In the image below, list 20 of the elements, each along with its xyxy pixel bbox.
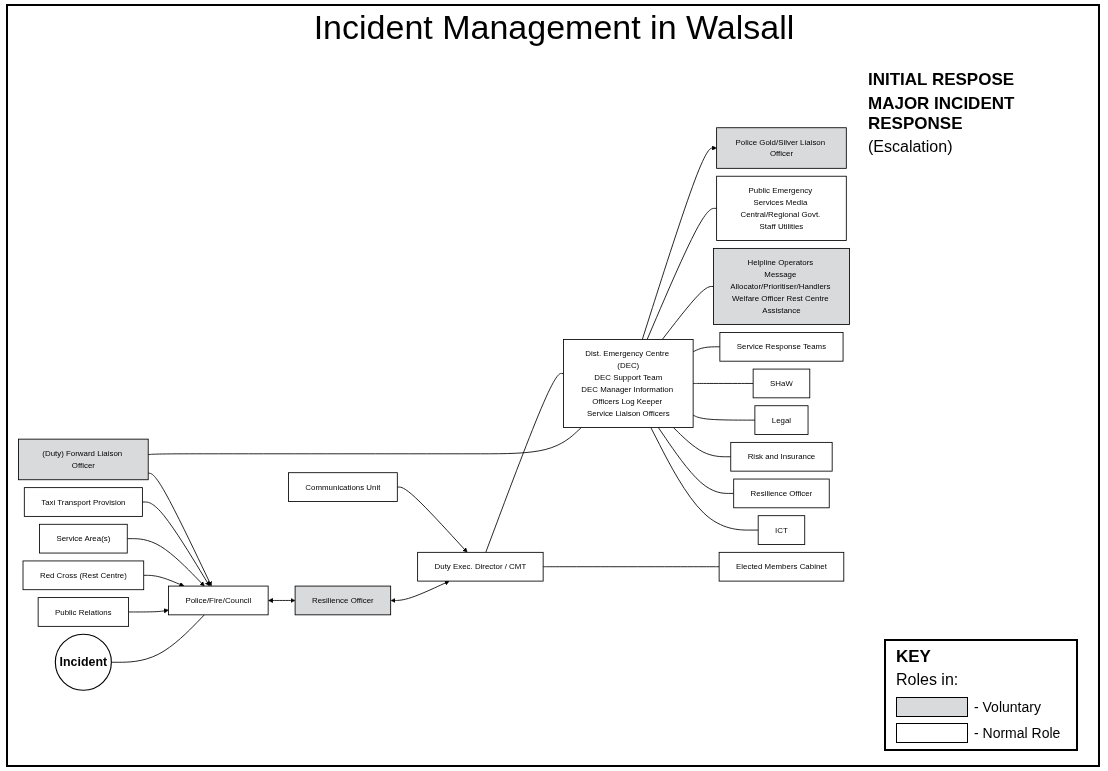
- legend-text: - Normal Role: [974, 725, 1061, 741]
- connector: [542, 566, 720, 568]
- connector: [650, 427, 759, 531]
- connector: [692, 346, 721, 353]
- legend-text: - Voluntary: [974, 699, 1041, 715]
- connector: [657, 427, 735, 494]
- connector: [661, 286, 714, 340]
- connector: [692, 414, 756, 421]
- connector: [646, 207, 718, 340]
- node-circle: Incident: [54, 633, 112, 691]
- section-heading: INITIAL RESPOSE: [868, 70, 1016, 90]
- diagram-title: Incident Management in Walsall: [312, 8, 796, 47]
- connector: [692, 383, 754, 384]
- key-heading: KEY: [896, 647, 932, 667]
- section-subheading: (Escalation): [868, 138, 954, 156]
- connector: [147, 427, 582, 455]
- key-caption: Roles in:: [896, 671, 960, 689]
- section-heading: MAJOR INCIDENT RESPONSE: [868, 94, 1016, 134]
- connector: [672, 427, 732, 458]
- connector: [485, 372, 564, 553]
